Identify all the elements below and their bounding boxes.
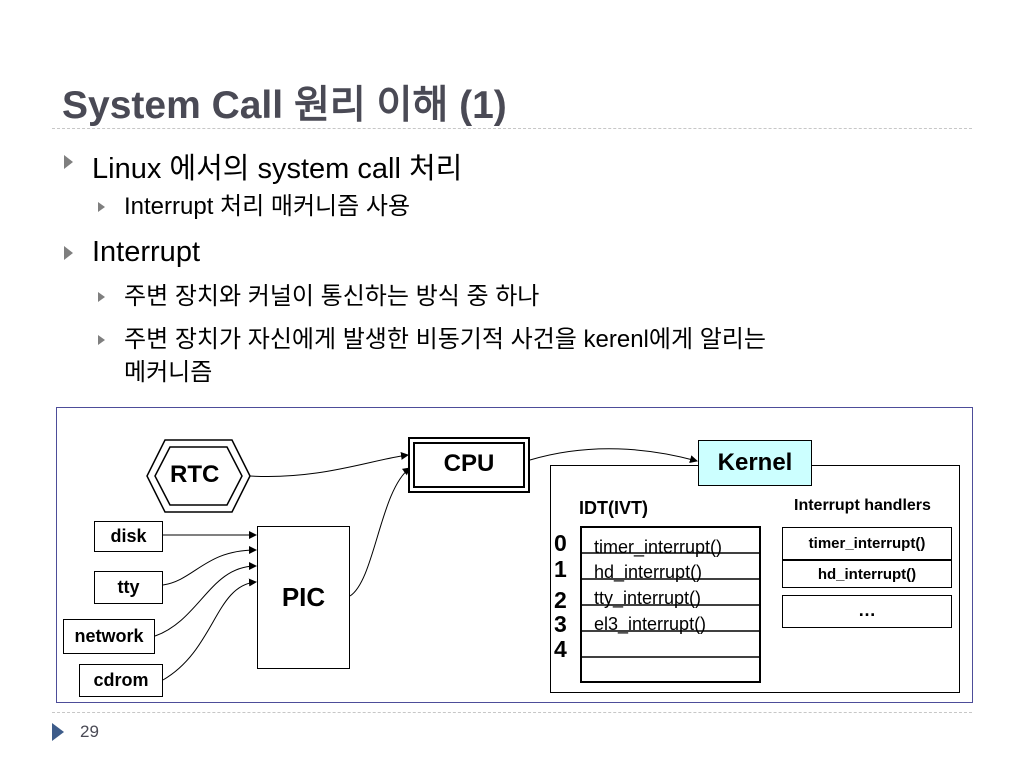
device-tty: tty xyxy=(94,571,163,604)
idt-entry: timer_interrupt() xyxy=(594,537,723,557)
rtc-to-cpu-arrow xyxy=(249,451,409,478)
device-cdrom: cdrom xyxy=(79,664,163,697)
idt-entry: tty_interrupt() xyxy=(594,588,702,608)
bullet-arrow-icon xyxy=(64,246,73,260)
bullet-interrupt: Interrupt xyxy=(92,236,200,268)
idt-entry: hd_interrupt() xyxy=(594,562,703,582)
cpu-to-kernel-arrow xyxy=(529,448,698,463)
idt-index: 1 xyxy=(554,556,567,582)
bullet-linux-syscall: Linux 에서의 system call 처리 xyxy=(92,153,463,185)
footer-divider xyxy=(52,712,972,713)
slide-title: System Call 원리 이해 (1) xyxy=(62,84,507,127)
cdrom-to-pic-arrow xyxy=(162,578,257,681)
title-divider xyxy=(52,128,972,129)
idt-title: IDT(IVT) xyxy=(579,498,648,518)
handler-box: timer_interrupt() xyxy=(782,527,952,560)
idt-index: 3 xyxy=(554,611,567,637)
idt-index: 2 xyxy=(554,587,567,613)
page-number: 29 xyxy=(80,722,99,741)
kernel-box: Kernel xyxy=(698,440,812,486)
idt-index: 4 xyxy=(554,636,567,662)
rtc-label: RTC xyxy=(170,461,220,488)
handlers-title: Interrupt handlers xyxy=(794,497,931,514)
idt-index: 0 xyxy=(554,530,567,556)
tty-to-pic-arrow xyxy=(162,546,257,586)
pic-box: PIC xyxy=(257,526,350,669)
sub-bullet-interrupt-mechanism: Interrupt 처리 매커니즘 사용 xyxy=(124,193,411,220)
sub-bullet-async-event-continuation: 메커니즘 xyxy=(124,359,213,386)
sub-bullet-arrow-icon xyxy=(98,292,105,302)
sub-bullet-device-kernel-communication: 주변 장치와 커널이 통신하는 방식 중 하나 xyxy=(124,283,540,310)
bullet-arrow-icon xyxy=(64,155,73,169)
device-disk: disk xyxy=(94,521,163,552)
handler-box: … xyxy=(782,595,952,628)
device-network: network xyxy=(63,619,155,654)
sub-bullet-arrow-icon xyxy=(98,335,105,345)
sub-bullet-async-event: 주변 장치가 자신에게 발생한 비동기적 사건을 kerenl에게 알리는 xyxy=(124,326,766,353)
pic-to-cpu-arrow xyxy=(349,467,411,597)
footer-arrow-icon xyxy=(52,723,64,741)
handler-box: hd_interrupt() xyxy=(782,560,952,588)
rtc-hexagon xyxy=(146,439,251,513)
network-to-pic-arrow xyxy=(154,562,257,637)
idt-entry: el3_interrupt() xyxy=(594,614,707,634)
cpu-label: CPU xyxy=(413,442,525,488)
sub-bullet-arrow-icon xyxy=(98,202,105,212)
